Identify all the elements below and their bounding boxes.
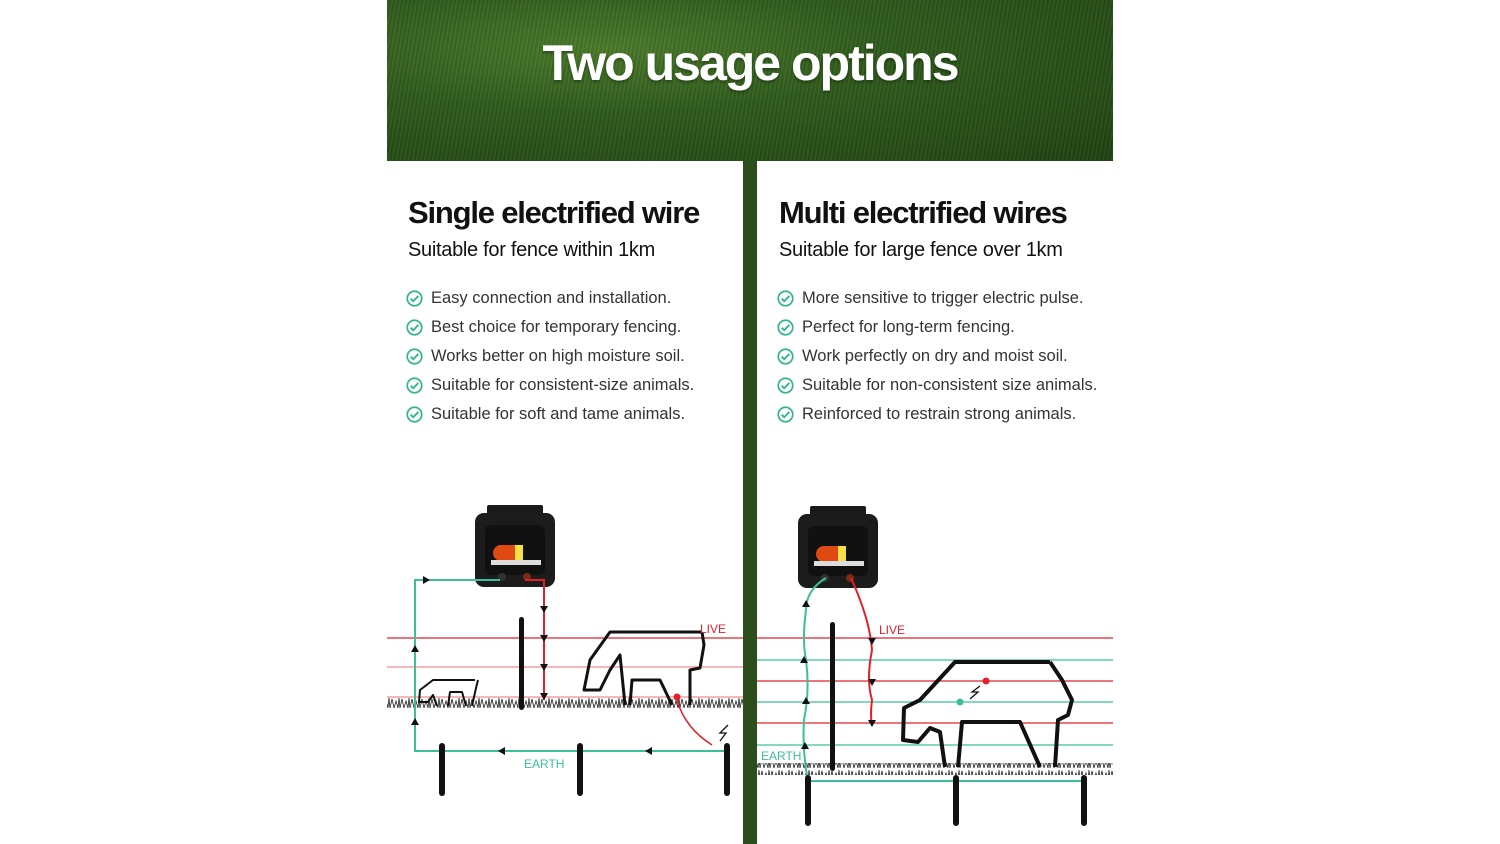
shock-path [676,699,713,746]
contact-point-live [982,677,990,685]
feature-text: Best choice for temporary fencing. [431,318,682,336]
earth-label: EARTH [524,757,564,771]
option-single-wire: Single electrified wire Suitable for fen… [406,195,700,429]
single-wire-diagram: LIVE EARTH [387,505,743,796]
lightning-icon [718,724,729,742]
option-subtitle: Suitable for large fence over 1km [779,239,1063,261]
fence-post [830,622,835,771]
energizer-device [475,505,555,587]
feature-item: Perfect for long-term fencing. [777,313,1097,342]
contact-point-earth [956,698,964,706]
feature-text: Perfect for long-term fencing. [802,318,1015,336]
check-circle-icon [777,319,794,336]
earth-wire [414,579,727,752]
feature-text: Reinforced to restrain strong animals. [802,405,1077,423]
earth-label: EARTH [761,749,801,763]
feature-item: Suitable for soft and tame animals. [406,400,699,429]
option-title: Single electrified wire [408,195,700,230]
feature-item: More sensitive to trigger electric pulse… [777,284,1097,313]
energizer-device [798,506,878,588]
feature-item: Suitable for consistent-size animals. [406,371,699,400]
feature-item: Works better on high moisture soil. [406,342,699,371]
check-circle-icon [406,348,423,365]
check-circle-icon [406,406,423,423]
check-circle-icon [777,406,794,423]
feature-item: Suitable for non-consistent size animals… [777,371,1097,400]
option-subtitle: Suitable for fence within 1km [408,239,655,261]
grass-banner: Two usage options [387,0,1113,161]
sheep-icon [418,679,479,707]
feature-item: Work perfectly on dry and moist soil. [777,342,1097,371]
ground-stakes [439,743,730,796]
fence-post [519,617,524,710]
cow-icon [901,660,1074,768]
check-circle-icon [777,290,794,307]
feature-text: Suitable for non-consistent size animals… [802,376,1098,394]
live-feed-wire [525,579,545,700]
check-circle-icon [406,319,423,336]
multi-wire-diagram: LIVE EARTH [757,506,1113,826]
check-circle-icon [406,290,423,307]
feature-text: Works better on high moisture soil. [431,347,685,365]
feature-text: Suitable for soft and tame animals. [431,405,686,423]
check-circle-icon [777,348,794,365]
lightning-icon [969,685,981,700]
grass-line [757,763,1113,775]
page-title: Two usage options [542,35,959,91]
cow-icon [582,630,706,706]
feature-item: Reinforced to restrain strong animals. [777,400,1097,429]
feature-text: Work perfectly on dry and moist soil. [802,347,1068,365]
option-title: Multi electrified wires [779,195,1068,230]
feature-list: More sensitive to trigger electric pulse… [777,284,1097,429]
grass-line [387,698,743,710]
feature-item: Best choice for temporary fencing. [406,313,699,342]
check-circle-icon [777,377,794,394]
check-circle-icon [406,377,423,394]
live-feed-wire [850,577,874,726]
column-divider [743,161,757,844]
feature-text: Easy connection and installation. [431,289,672,307]
feature-text: Suitable for consistent-size animals. [431,376,695,394]
feature-item: Easy connection and installation. [406,284,699,313]
arrow-icons [800,600,876,749]
feature-list: Easy connection and installation. Best c… [406,284,699,429]
option-multi-wire: Multi electrified wires Suitable for lar… [777,195,1097,429]
live-label: LIVE [879,623,905,637]
contact-point [673,693,681,701]
ground-stakes [805,775,1087,826]
feature-text: More sensitive to trigger electric pulse… [802,289,1084,307]
arrow-icons [411,576,652,755]
live-label: LIVE [700,622,726,636]
